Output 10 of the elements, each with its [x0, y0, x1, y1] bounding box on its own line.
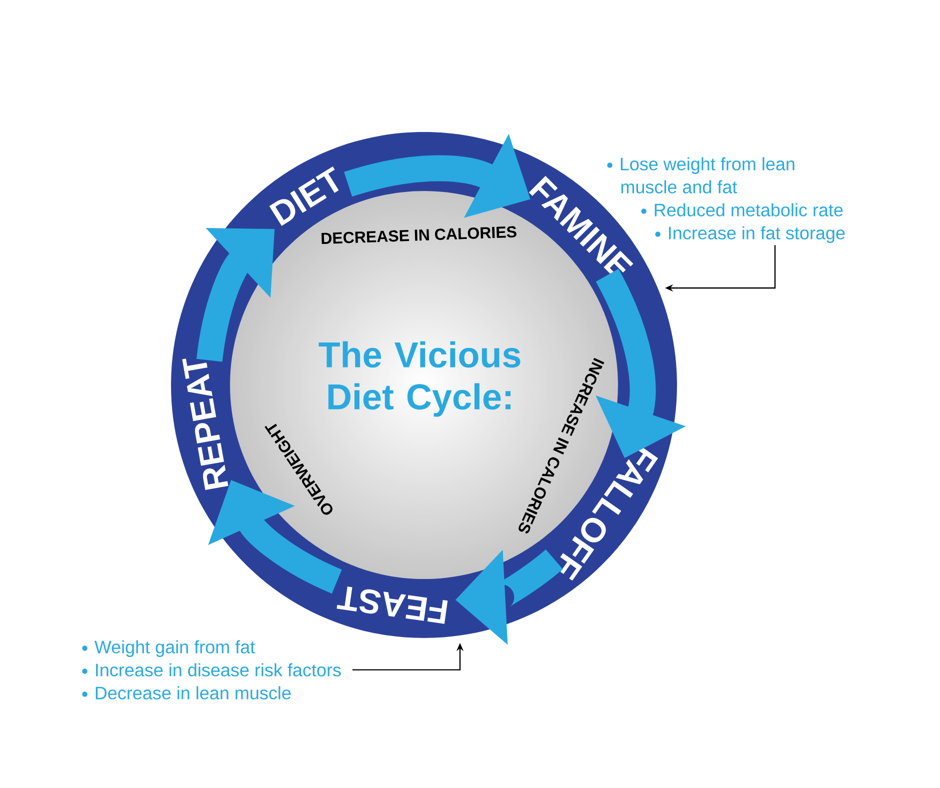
- title: The Vicious Diet Cycle:: [318, 341, 520, 417]
- node-label: Reduced metabolic rate: [654, 203, 843, 216]
- node-label: Decrease in lean muscle: [96, 686, 291, 700]
- node-label: Weight gain from fat: [94, 640, 255, 657]
- inner-label: DECREASE IN CALORIES: [322, 226, 516, 244]
- node-label: Increase in disease risk factors: [96, 663, 341, 676]
- stage-label: FEAST: [336, 586, 448, 624]
- node-label: Increase in fat storage: [669, 226, 845, 243]
- stage-label: REPEAT: [182, 358, 228, 490]
- bullet-list: Weight gain from fat Increase in disease risk factors Decrease in lean muscle: [82, 640, 341, 700]
